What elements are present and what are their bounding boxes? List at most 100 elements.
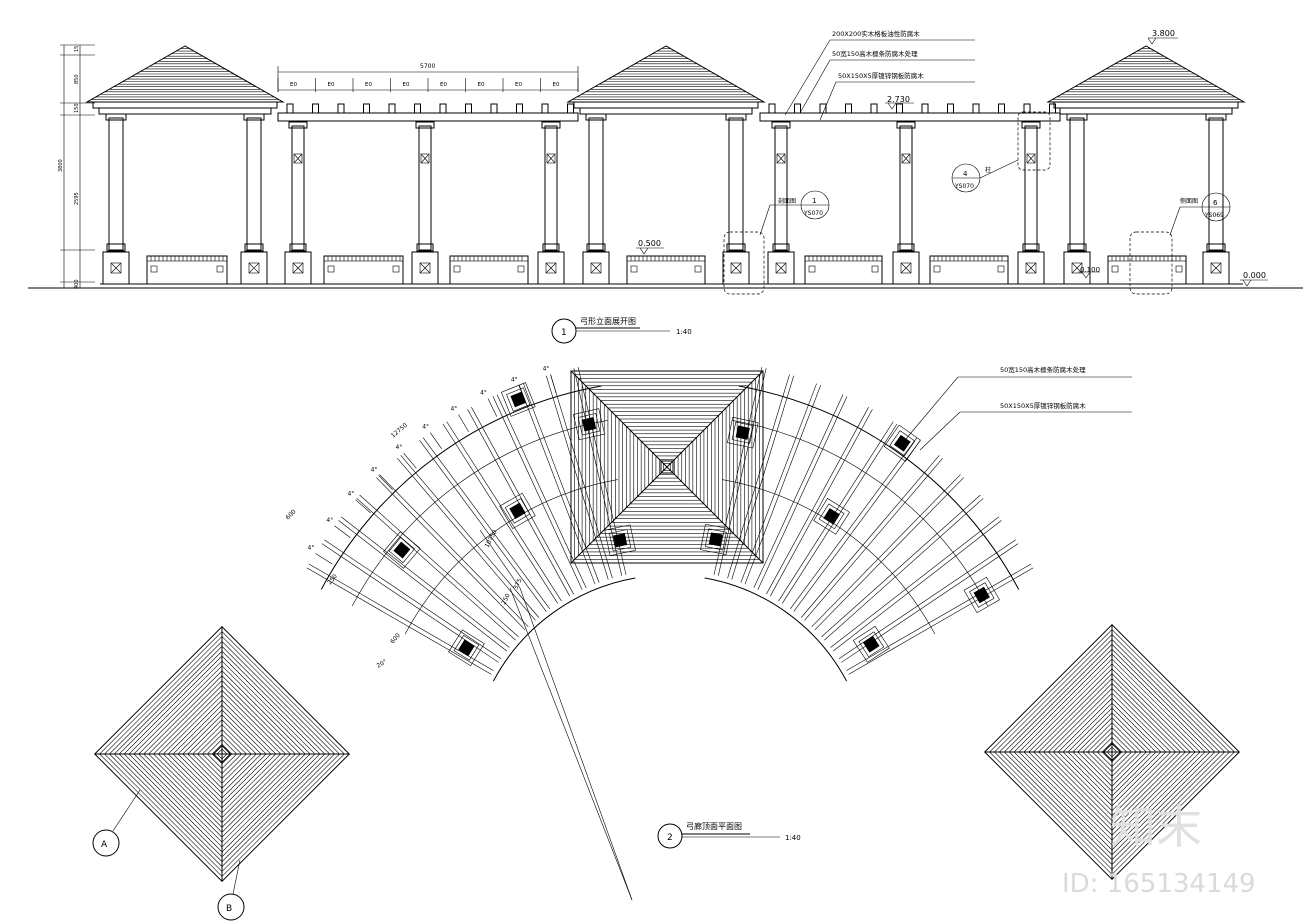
level-top: 3.800 (1152, 29, 1175, 38)
pavilion-column-1-r (722, 113, 750, 285)
left-arc-ring-3 (320, 385, 602, 590)
angle-label-0: 4° (308, 544, 315, 551)
level-bench: 0.500 (638, 239, 661, 248)
left-rafter-3 (359, 494, 519, 638)
plan-index: 2 (667, 833, 673, 843)
pergola-tick-label-6: Ε0 (515, 82, 522, 88)
angle-label-3: 4° (371, 466, 378, 473)
right-column-3 (883, 424, 921, 462)
bench-6 (929, 255, 1009, 285)
left-rafter-2 (341, 516, 510, 648)
angle-label-2: 4° (347, 491, 354, 498)
plan-dim-e: 600 (389, 632, 402, 645)
bench-5 (804, 255, 883, 285)
left-column-0 (448, 629, 485, 667)
right-rafter-12 (848, 567, 1034, 675)
pergola-column-0-1 (411, 121, 439, 285)
detail-ref-4: 4 YS070 柱 (951, 111, 1051, 193)
left-arc-ring-1 (404, 479, 618, 635)
left-rafter-1 (324, 539, 502, 660)
elevation-callouts: 200X200实木格板油性防腐木 50宽150高木檩条防腐木处理 50X150X… (784, 29, 975, 121)
left-arc-ring-0 (492, 577, 636, 682)
pergola-tick-label-3: Ε0 (403, 82, 410, 88)
pergola-tick-label-5: Ε0 (478, 82, 485, 88)
pavilion-column-0-r (240, 113, 268, 285)
dim-roof-height: 850 (74, 74, 80, 84)
detail-ref-4-num: 4 (963, 170, 968, 178)
right-column-5 (963, 576, 1000, 614)
watermark: 知末 ID: 165134149 (1062, 800, 1256, 899)
level-mid: 2.730 (887, 95, 910, 104)
dim-d2: 150 (74, 103, 80, 113)
right-arc-ring-0 (704, 577, 848, 682)
plan-callouts: 50宽150高木檩条防腐木处理 50X150X5厚镀锌钢板防腐木 (904, 365, 1132, 451)
pergola-column-0-0 (284, 121, 312, 285)
right-rafter-2 (744, 385, 821, 585)
angle-label-4: 4° (396, 444, 403, 451)
plan-scale: 1:40 (785, 834, 801, 842)
detail-ref-1-num: 1 (812, 197, 816, 205)
left-column-4 (604, 524, 636, 557)
detail-ref-6-sheet: YS069 (1204, 212, 1224, 219)
pergola-column-1-0 (767, 121, 795, 285)
right-roof (984, 624, 1240, 880)
pergola-tick-label-1: Ε0 (328, 82, 335, 88)
bench-2 (323, 255, 404, 285)
angle-label-8: 4° (511, 376, 518, 383)
right-arc-ring-2 (732, 420, 989, 607)
left-column-5 (573, 408, 605, 441)
plan-dim-d: 250 (500, 592, 511, 606)
angle-label-6: 4° (450, 405, 457, 412)
plan-title: 2 弓廊顶面平面图 1:40 (657, 821, 801, 849)
pavilion-column-0-l (102, 113, 130, 285)
vertical-dimensions: 3800 15 850 150 2595 400 (58, 44, 95, 289)
plan-callout-1: 50宽150高木檩条防腐木处理 (1000, 365, 1086, 374)
pavilion-roof-1 (566, 45, 766, 115)
axis-bubble-b: B (217, 859, 245, 921)
detail-ref-6-num: 6 (1213, 199, 1218, 207)
detail-ref-1-sheet: YS070 (803, 210, 823, 217)
left-rafter-4 (379, 474, 529, 628)
elevation-index: 1 (561, 328, 567, 338)
watermark-logo: 知末 (1110, 800, 1202, 854)
pergolas (277, 103, 1061, 122)
pergola-beam-0 (277, 103, 579, 122)
left-rafter-0 (308, 563, 494, 671)
dim-column-height: 2595 (74, 192, 80, 205)
left-column-3 (500, 382, 536, 417)
pavilions (85, 45, 1246, 115)
left-rafter-8 (471, 407, 574, 595)
watermark-id: ID: 165134149 (1062, 869, 1256, 899)
right-column-4 (852, 625, 890, 663)
bench-1 (146, 255, 228, 285)
axis-bubble-a: A (92, 789, 141, 857)
pergola-column-1-1 (892, 121, 920, 285)
detail-ref-4-sheet: YS070 (954, 183, 974, 190)
elevation-title: 1 弓形立面展开图 1:40 (551, 316, 692, 344)
right-rafter-3 (757, 396, 848, 590)
arc-columns (383, 382, 1000, 667)
dim-total-height: 3800 (58, 159, 64, 172)
pavilion-roof-2 (1046, 45, 1246, 115)
left-column-1 (383, 531, 421, 569)
left-rafter-7 (446, 421, 562, 602)
angle-label-5: 4° (422, 424, 429, 431)
plan-dim-c: 375 (512, 577, 523, 591)
pavilion-roof-0 (85, 45, 285, 115)
left-column-2 (499, 492, 536, 530)
arc-rafters (306, 367, 1034, 675)
dim-d3: 400 (74, 279, 80, 289)
left-rafter-6 (422, 437, 551, 610)
pergola-tick-label-0: Ε0 (290, 82, 297, 88)
center-roof (570, 370, 764, 564)
bench-3 (449, 255, 529, 285)
detail-ref-1-label: 剖面图 (778, 197, 796, 205)
pavilion-column-2-l (1063, 113, 1091, 285)
callout-3: 50X150X5厚镀锌钢板防腐木 (838, 71, 924, 80)
angle-label-7: 4° (480, 390, 487, 397)
elevation-scale: 1:40 (676, 328, 692, 336)
plan-dim-a: 600 (284, 508, 297, 521)
plan-callout-2: 50X150X5厚镀锌钢板防腐木 (1000, 401, 1086, 410)
